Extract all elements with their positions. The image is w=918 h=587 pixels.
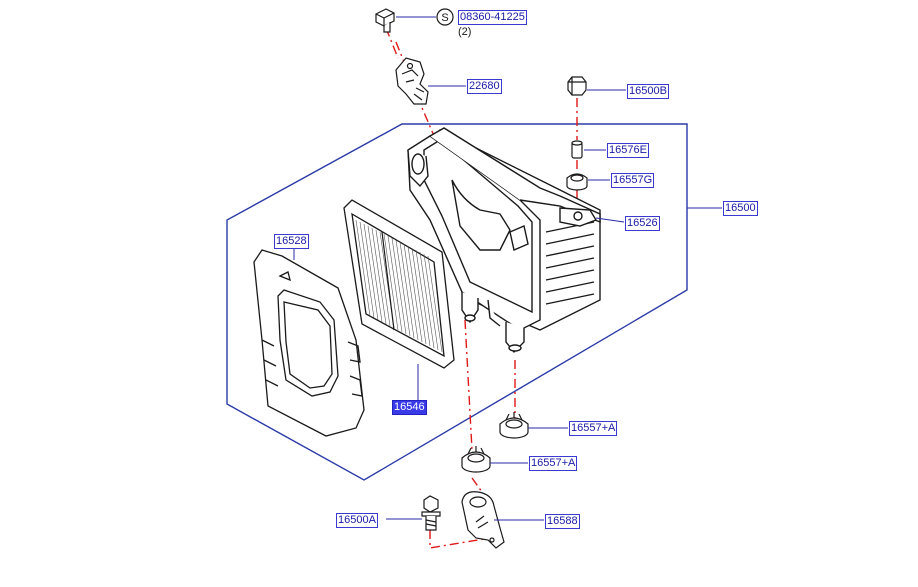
quantity-note: (2) bbox=[458, 26, 471, 38]
air-box-housing bbox=[407, 127, 601, 354]
callout-16528[interactable]: 16528 bbox=[274, 234, 309, 249]
s-symbol-icon bbox=[436, 8, 454, 26]
s-symbol-letter: S bbox=[441, 12, 448, 24]
callout-16576e[interactable]: 16576E bbox=[607, 143, 649, 158]
screw-part bbox=[375, 8, 395, 33]
grommet-a1-part bbox=[499, 412, 529, 439]
callout-16557g[interactable]: 16557G bbox=[611, 173, 655, 188]
grommet-a2-part bbox=[461, 446, 491, 473]
bolt-part bbox=[421, 495, 441, 531]
callout-16500b[interactable]: 16500B bbox=[627, 84, 669, 99]
callout-16588[interactable]: 16588 bbox=[545, 514, 580, 529]
collar-part bbox=[571, 140, 583, 159]
grommet-g-part bbox=[566, 173, 588, 191]
filter-element bbox=[343, 199, 455, 369]
callout-16557a-upper[interactable]: 16557+A bbox=[569, 421, 618, 436]
lower-bracket-part bbox=[461, 491, 505, 549]
callout-22680[interactable]: 22680 bbox=[467, 79, 502, 94]
assembly-outline bbox=[226, 123, 688, 481]
callout-16557a-lower[interactable]: 16557+A bbox=[529, 456, 578, 471]
callout-16500a[interactable]: 16500A bbox=[336, 513, 378, 528]
callout-08360-41225[interactable]: 08360-41225 bbox=[458, 10, 527, 25]
nut-part bbox=[567, 76, 587, 96]
callout-16500[interactable]: 16500 bbox=[723, 201, 758, 216]
cover-part bbox=[253, 249, 365, 437]
callout-16546[interactable]: 16546 bbox=[392, 400, 427, 415]
sensor-part bbox=[395, 57, 429, 105]
callout-16526[interactable]: 16526 bbox=[625, 216, 660, 231]
